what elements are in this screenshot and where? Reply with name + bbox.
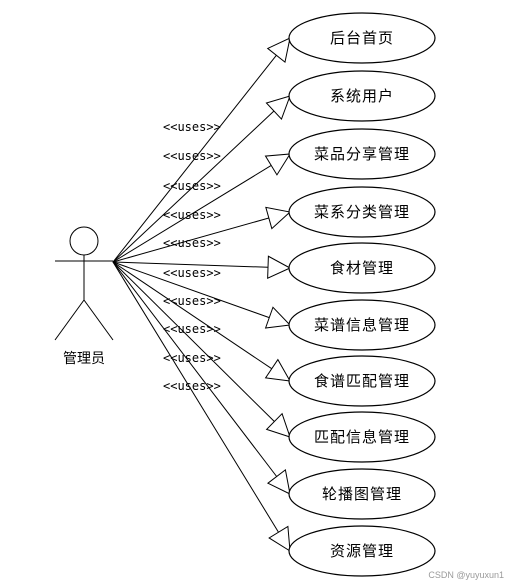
uses-connector [112, 110, 275, 263]
uses-label: <<uses>> [163, 266, 221, 280]
arrowhead-icon [264, 153, 291, 176]
use-case[interactable]: 食谱匹配管理 [288, 355, 436, 407]
use-case-ellipse[interactable] [288, 525, 436, 577]
uses-connector [112, 217, 269, 263]
uses-label: <<uses>> [163, 294, 221, 308]
uses-label: <<uses>> [163, 208, 221, 222]
arrowhead-icon [265, 95, 291, 121]
use-case-label: 后台首页 [330, 29, 394, 47]
use-case[interactable]: 菜系分类管理 [288, 186, 436, 238]
use-case-label: 菜系分类管理 [314, 203, 410, 221]
uses-connector [112, 261, 273, 370]
arrowhead-icon [265, 412, 291, 438]
arrowhead-icon [264, 306, 292, 329]
use-case[interactable]: 食材管理 [288, 242, 436, 294]
use-case-ellipse[interactable] [288, 411, 436, 463]
use-case[interactable]: 系统用户 [288, 70, 436, 122]
connectors: <<uses>> <<uses>> <<uses>> <<uses>> <<uses>>… [112, 37, 292, 552]
uses-label: <<uses>> [163, 120, 221, 134]
actor-head [69, 226, 99, 256]
use-case-ellipse[interactable] [288, 242, 436, 294]
uses-label: <<uses>> [163, 179, 221, 193]
use-case-ellipse[interactable] [288, 355, 436, 407]
use-case-label: 轮播图管理 [322, 485, 402, 503]
use-case-ellipse[interactable] [288, 70, 436, 122]
use-case-ellipse[interactable] [288, 468, 436, 520]
use-case[interactable]: 匹配信息管理 [288, 411, 436, 463]
use-case-ellipse[interactable] [288, 128, 436, 180]
arrowhead-icon [267, 255, 292, 280]
uses-label: <<uses>> [163, 351, 221, 365]
use-case-label: 菜品分享管理 [314, 145, 410, 163]
use-case-label: 资源管理 [330, 542, 394, 560]
arrowhead-icon [265, 206, 292, 230]
uses-connector [112, 261, 270, 319]
uses-label: <<uses>> [163, 379, 221, 393]
uses-connector [112, 261, 269, 268]
use-case[interactable]: 菜品分享管理 [288, 128, 436, 180]
arrowhead-icon [264, 358, 291, 382]
use-case-label: 食谱匹配管理 [314, 372, 410, 390]
use-cases: 后台首页系统用户菜品分享管理菜系分类管理食材管理菜谱信息管理食谱匹配管理匹配信息… [288, 12, 436, 577]
uses-connector [112, 261, 278, 477]
use-case-ellipse[interactable] [288, 12, 436, 64]
use-case-ellipse[interactable] [288, 186, 436, 238]
uses-label: <<uses>> [163, 149, 221, 163]
arrowhead-icon [268, 525, 291, 552]
arrowhead-icon [266, 37, 291, 63]
use-case[interactable]: 菜谱信息管理 [288, 299, 436, 351]
use-case-ellipse[interactable] [288, 299, 436, 351]
actor-left-leg [54, 299, 85, 341]
actor: 管理员 [54, 226, 114, 367]
use-case-label: 匹配信息管理 [314, 428, 410, 446]
uses-connector [112, 165, 272, 263]
uses-label: <<uses>> [163, 322, 221, 336]
actor-right-leg [83, 299, 114, 341]
use-case-label: 系统用户 [330, 87, 394, 105]
watermark: CSDN @yuyuxun1 [428, 570, 504, 580]
uses-connector [112, 261, 279, 533]
use-case[interactable]: 轮播图管理 [288, 468, 436, 520]
use-case[interactable]: 资源管理 [288, 525, 436, 577]
use-case-label: 菜谱信息管理 [314, 316, 410, 334]
uses-label: <<uses>> [163, 236, 221, 250]
arrowhead-icon [266, 468, 291, 495]
actor-label: 管理员 [63, 351, 105, 367]
uses-connector [112, 261, 275, 422]
uses-connector [112, 54, 277, 263]
use-case-label: 食材管理 [330, 259, 394, 277]
use-case[interactable]: 后台首页 [288, 12, 436, 64]
